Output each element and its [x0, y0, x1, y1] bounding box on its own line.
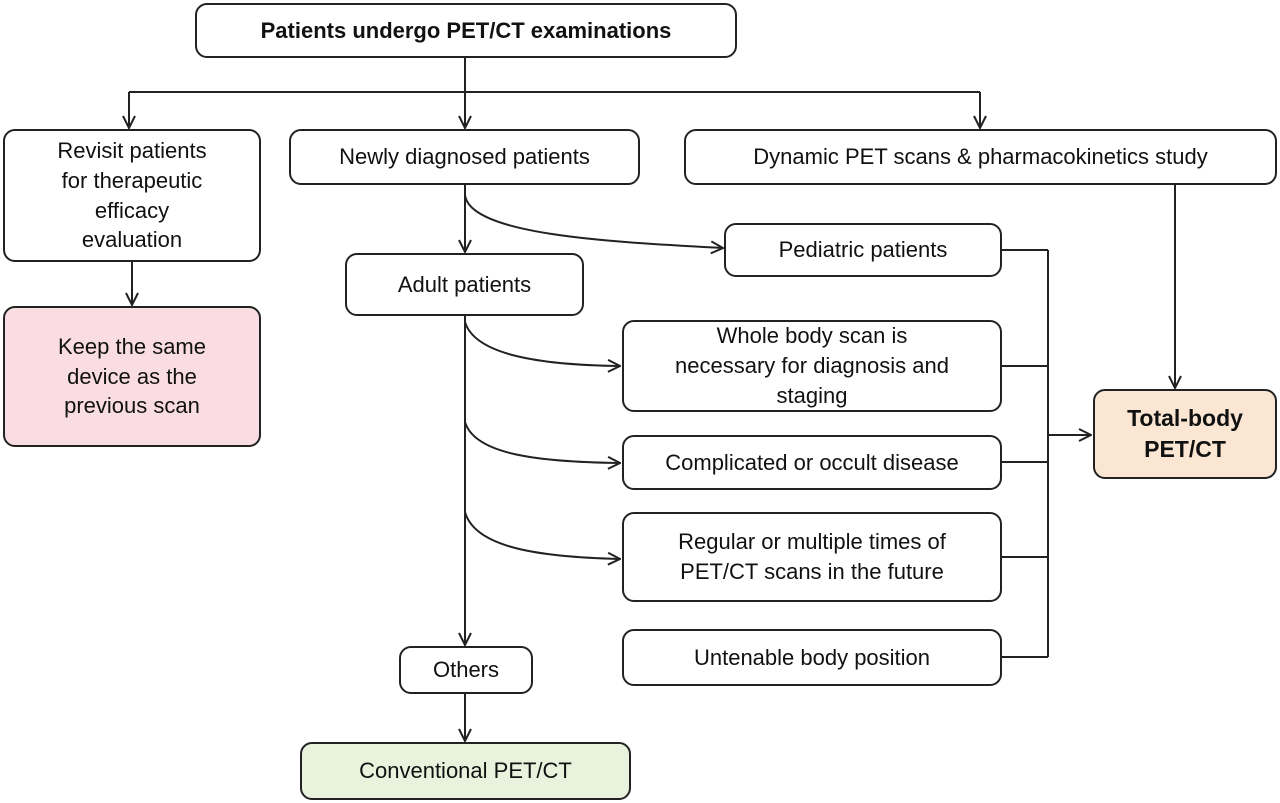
untenable-position-box: Untenable body position [622, 629, 1002, 686]
dynamic-pet-box: Dynamic PET scans & pharmacokinetics stu… [684, 129, 1277, 185]
newly-diagnosed-box: Newly diagnosed patients [289, 129, 640, 185]
regular-scans-box: Regular or multiple times of PET/CT scan… [622, 512, 1002, 602]
complicated-disease-box: Complicated or occult disease [622, 435, 1002, 490]
arrow-adult-to-whole-body [464, 321, 620, 366]
keep-same-device-box: Keep the same device as the previous sca… [3, 306, 261, 447]
revisit-patients-box: Revisit patients for therapeutic efficac… [3, 129, 261, 262]
whole-body-scan-box: Whole body scan is necessary for diagnos… [622, 320, 1002, 412]
total-body-pet-ct-box: Total-body PET/CT [1093, 389, 1277, 479]
arrow-adult-to-complicated [464, 421, 620, 463]
arrow-newly-to-pediatric [464, 194, 723, 248]
root-box: Patients undergo PET/CT examinations [195, 3, 737, 58]
adult-patients-box: Adult patients [345, 253, 584, 316]
conventional-pet-ct-box: Conventional PET/CT [300, 742, 631, 800]
others-box: Others [399, 646, 533, 694]
arrow-adult-to-regular [464, 511, 620, 559]
pediatric-patients-box: Pediatric patients [724, 223, 1002, 277]
